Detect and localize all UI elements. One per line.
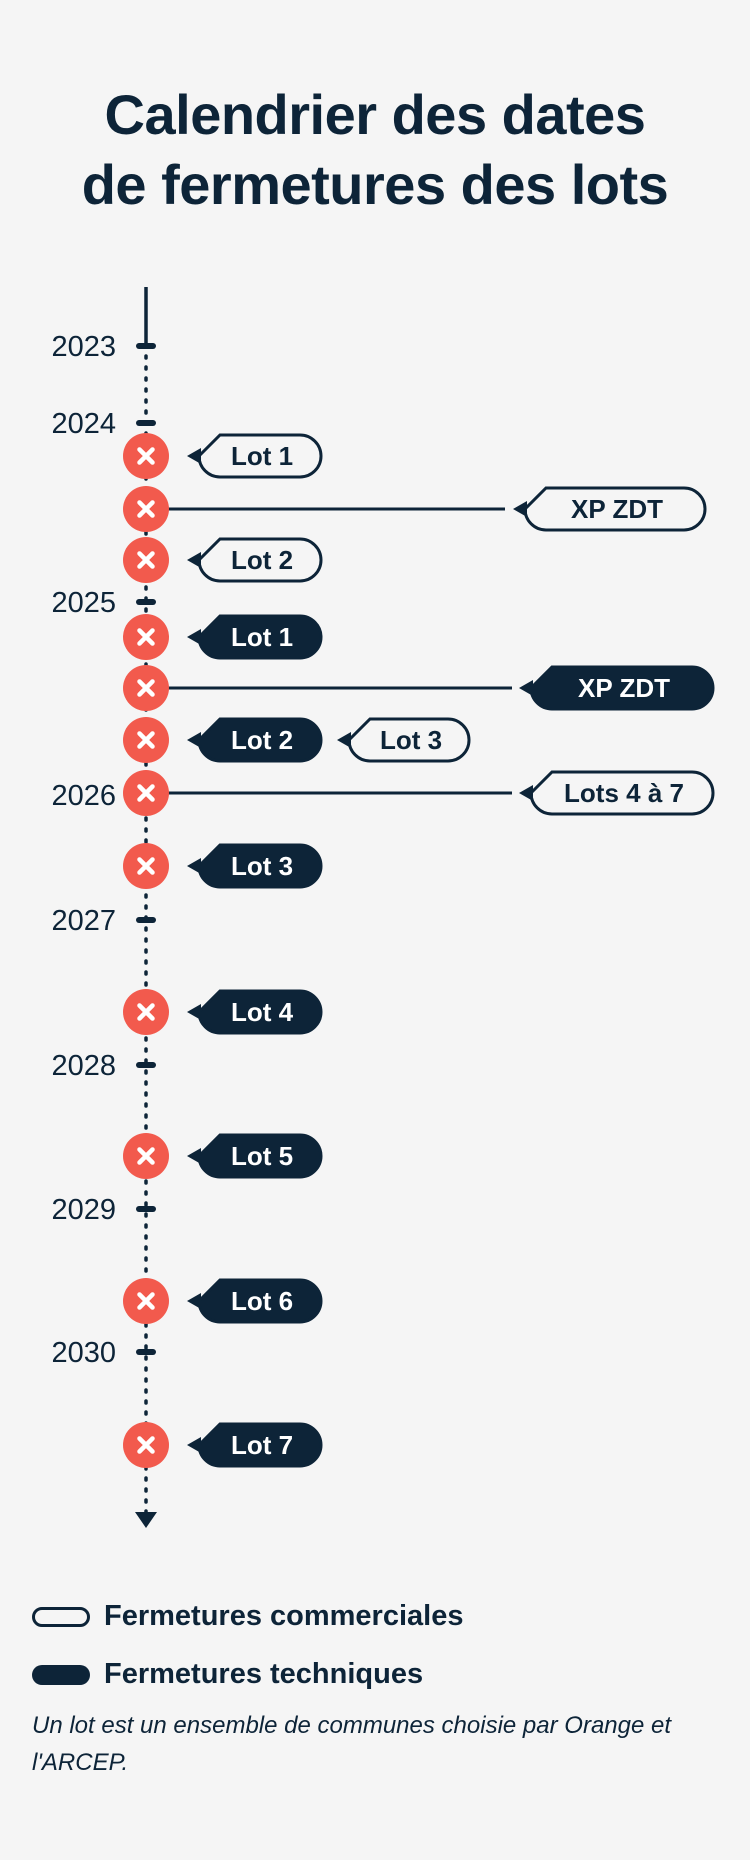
close-icon bbox=[137, 784, 155, 802]
legend-label-technique: Fermetures techniques bbox=[104, 1658, 424, 1690]
close-icon bbox=[137, 679, 155, 697]
year-label: 2023 bbox=[51, 331, 116, 363]
close-icon bbox=[137, 551, 155, 569]
label-pill-commercial bbox=[197, 537, 323, 583]
pill-pointer bbox=[187, 1004, 201, 1020]
year-tick bbox=[136, 1206, 156, 1212]
pill-label: Lot 1 bbox=[231, 441, 293, 471]
label-pill-technique bbox=[197, 843, 323, 889]
close-icon bbox=[137, 1292, 155, 1310]
legend-label-commercial: Fermetures commerciales bbox=[104, 1600, 464, 1632]
year-label: 2027 bbox=[51, 905, 116, 937]
label-pill-technique bbox=[197, 1422, 323, 1468]
year-label: 2028 bbox=[51, 1050, 116, 1082]
arrow-down-icon bbox=[135, 1512, 157, 1528]
title-line-2: de fermetures des lots bbox=[81, 153, 669, 216]
pill-label: Lot 3 bbox=[380, 725, 442, 755]
close-icon bbox=[137, 447, 155, 465]
page-title: Calendrier des dates de fermetures des l… bbox=[0, 80, 750, 220]
pill-label: Lot 7 bbox=[231, 1430, 293, 1460]
label-pill-technique bbox=[197, 1133, 323, 1179]
year-tick bbox=[136, 420, 156, 426]
pill-label: Lot 3 bbox=[231, 851, 293, 881]
year-tick bbox=[136, 1062, 156, 1068]
close-icon bbox=[137, 500, 155, 518]
year-tick bbox=[136, 1349, 156, 1355]
close-icon bbox=[137, 628, 155, 646]
pill-pointer bbox=[519, 680, 533, 696]
pill-pointer bbox=[187, 1437, 201, 1453]
pill-label: Lot 5 bbox=[231, 1141, 293, 1171]
pill-label: Lot 6 bbox=[231, 1286, 293, 1316]
timeline-diagram: 2023 2024 2025 2026 2027 2028 2029 2030 Lot 1 XP … bbox=[51, 287, 715, 1528]
year-label: 2025 bbox=[51, 587, 116, 619]
label-pill-commercial bbox=[529, 770, 715, 816]
year-label: 2030 bbox=[51, 1337, 116, 1369]
close-icon bbox=[137, 1147, 155, 1165]
close-icon bbox=[137, 1003, 155, 1021]
pill-pointer bbox=[187, 732, 201, 748]
pill-pointer bbox=[187, 448, 201, 464]
label-pill-commercial bbox=[523, 486, 707, 532]
label-pill-technique bbox=[529, 665, 715, 711]
pill-pointer bbox=[187, 629, 201, 645]
year-label: 2024 bbox=[51, 408, 116, 440]
pill-label: Lots 4 à 7 bbox=[564, 778, 684, 808]
year-tick bbox=[136, 343, 156, 349]
legend-swatch-technique bbox=[32, 1664, 90, 1685]
legend-technique: Fermetures techniques bbox=[32, 1658, 423, 1691]
pill-pointer bbox=[187, 1148, 201, 1164]
year-label: 2029 bbox=[51, 1194, 116, 1226]
pill-label: Lot 2 bbox=[231, 545, 293, 575]
pill-pointer bbox=[337, 732, 351, 748]
year-tick bbox=[136, 917, 156, 923]
pill-label: Lot 1 bbox=[231, 622, 293, 652]
close-icon bbox=[137, 731, 155, 749]
pill-label: XP ZDT bbox=[578, 673, 670, 703]
footnote: Un lot est un ensemble de communes chois… bbox=[32, 1712, 672, 1776]
pill-pointer bbox=[519, 785, 533, 801]
pill-label: Lot 4 bbox=[231, 997, 294, 1027]
legend-swatch-commercial bbox=[32, 1606, 90, 1627]
label-pill-technique bbox=[197, 614, 323, 660]
pill-pointer bbox=[187, 552, 201, 568]
label-pill-commercial bbox=[347, 717, 471, 763]
title-line-1: Calendrier des dates bbox=[104, 83, 646, 146]
close-icon bbox=[137, 1436, 155, 1454]
close-icon bbox=[137, 857, 155, 875]
pill-label: Lot 2 bbox=[231, 725, 293, 755]
label-pill-commercial bbox=[197, 433, 323, 479]
label-pill-technique bbox=[197, 717, 323, 763]
pill-label: XP ZDT bbox=[571, 494, 663, 524]
legend-commercial: Fermetures commerciales bbox=[32, 1600, 463, 1633]
year-tick bbox=[136, 599, 156, 605]
pill-pointer bbox=[187, 858, 201, 874]
pill-pointer bbox=[513, 501, 527, 517]
pill-pointer bbox=[187, 1293, 201, 1309]
label-pill-technique bbox=[197, 989, 323, 1035]
year-label: 2026 bbox=[51, 780, 116, 812]
label-pill-technique bbox=[197, 1278, 323, 1324]
